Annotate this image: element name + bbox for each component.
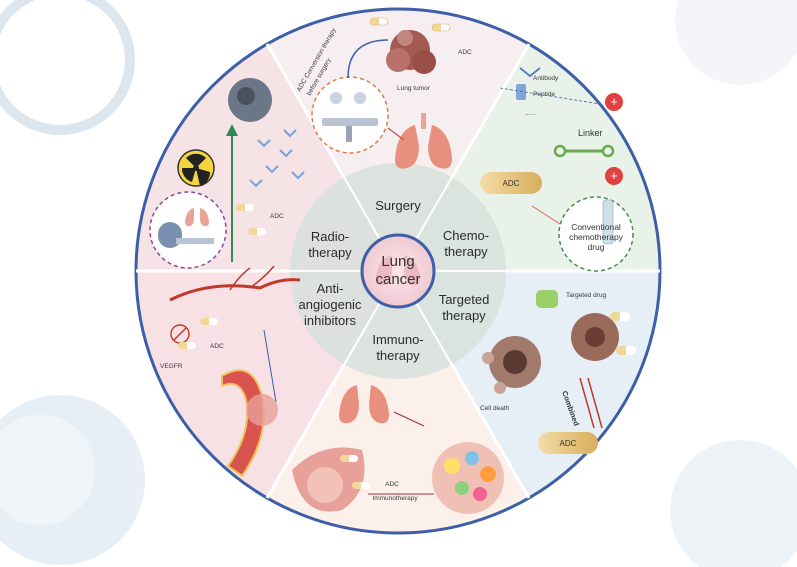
- conv-drug-label-1: Conventional: [571, 222, 621, 232]
- vegfr-label: VEGFR: [160, 363, 183, 370]
- angio-illustration: VEGFR ADC: [160, 265, 301, 478]
- center-title-line2: cancer: [375, 271, 420, 288]
- lungs-icon-immuno: [339, 385, 389, 424]
- sector-label-angio-2: angiogenic: [299, 297, 362, 312]
- sector-label-chemo-2: therapy: [444, 244, 488, 259]
- sector-label-radio-1: Radio-: [311, 229, 349, 244]
- lung-tumor-cluster-icon: [386, 30, 436, 74]
- conv-drug-label-3: drug: [587, 242, 604, 252]
- linker-label: Linker: [578, 128, 603, 138]
- radio-illustration: ADC: [149, 78, 305, 269]
- chemo-illustration: Antibody Peptide ...... + Linker + ADC C…: [480, 67, 634, 272]
- sector-label-angio-3: inhibitors: [304, 313, 357, 328]
- vial-icon: [602, 199, 614, 245]
- dying-cell-icon: [482, 336, 541, 394]
- adc-targeted-label: ADC: [560, 439, 577, 448]
- antibody-label: Antibody: [533, 75, 559, 82]
- surgery-table-icon: [322, 118, 378, 126]
- immune-cells-cluster-icon: [432, 442, 504, 514]
- lungs-icon: [395, 113, 452, 169]
- center-lungs-icon: [376, 255, 420, 286]
- immuno-illustration: ADC Immunotherapy: [292, 385, 504, 514]
- immunotherapy-plus-label: Immunotherapy: [372, 495, 418, 502]
- conv-drug-label-2: chemotherapy: [569, 232, 624, 242]
- vessel-branch-icon: [169, 278, 301, 302]
- plus-icon-top: [605, 93, 623, 111]
- ct-scanner-circle: [149, 191, 227, 269]
- dots-label: ......: [525, 110, 536, 117]
- sector-label-immuno-2: therapy: [376, 348, 420, 363]
- sector-label-surgery: Surgery: [375, 198, 421, 213]
- adc-angio-label: ADC: [210, 343, 224, 350]
- targeted-drug-label: Targeted drug: [566, 292, 606, 299]
- adc-immuno-label: ADC: [385, 481, 399, 488]
- center-title-line1: Lung: [381, 253, 414, 270]
- sector-label-angio-1: Anti-: [317, 281, 344, 296]
- antibody-icon: [519, 67, 541, 78]
- svg-text:+: +: [610, 94, 618, 109]
- targeted-drug-icon: [536, 290, 558, 308]
- cell-death-label: Cell death: [480, 405, 510, 412]
- sector-label-immuno-1: Immuno-: [372, 332, 423, 347]
- vessel-cluster-left-icon: [292, 447, 365, 512]
- sector-bg-surgery: [258, 9, 538, 271]
- tumor-cell-icon: [228, 78, 272, 122]
- curved-arrow-icon: [347, 39, 389, 79]
- adc-radio-label: ADC: [270, 213, 284, 220]
- lung-tumor-label: Lung tumor: [397, 85, 431, 92]
- peptide-label: Peptide: [533, 91, 555, 98]
- targeted-illustration: Targeted drug Cell death Combined ADC: [480, 290, 636, 454]
- target-cell-icon: [571, 312, 636, 361]
- sector-label-chemo-1: Chemo-: [443, 228, 489, 243]
- adc-chemo-label: ADC: [503, 179, 520, 188]
- peptide-icon: [516, 84, 526, 100]
- sector-label-targeted-1: Targeted: [439, 292, 490, 307]
- adc-surgery-label: ADC: [458, 49, 472, 56]
- ct-scanner-icon: [158, 222, 182, 248]
- center-circle: [360, 233, 436, 309]
- svg-text:+: +: [610, 168, 618, 183]
- conventional-drug-circle: [558, 196, 634, 272]
- plus-icon-bottom: [605, 167, 623, 185]
- adc-capsule-chemo: [480, 172, 542, 194]
- antibody-fragments-icon: [249, 129, 305, 188]
- sector-label-radio-2: therapy: [308, 245, 352, 260]
- sector-label-targeted-2: therapy: [442, 308, 486, 323]
- adc-capsule-targeted: [538, 432, 598, 454]
